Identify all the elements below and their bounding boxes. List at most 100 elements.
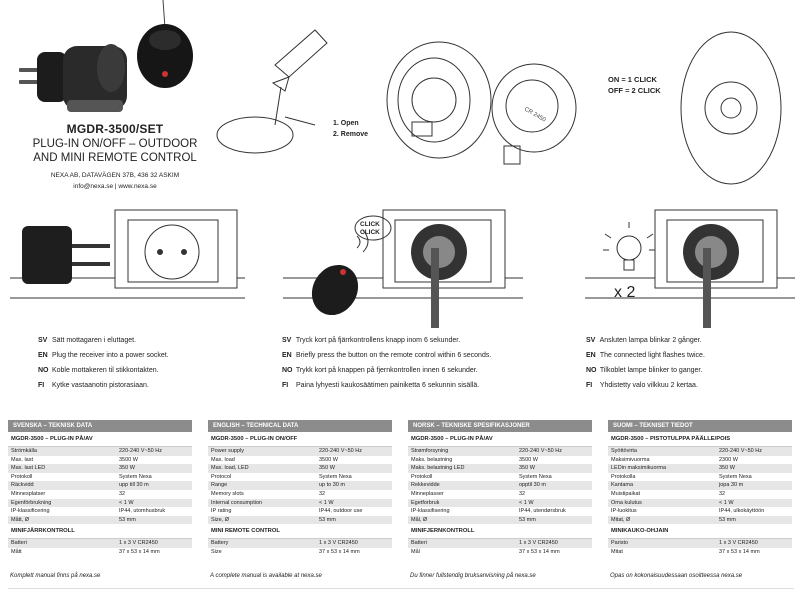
instruction-line: FI Yhdistetty valo vilkkuu 2 kertaa. [586,382,698,389]
spec-table-fi: SUOMI – TEKNISET TIEDOT MGDR-3500 – PIST… [608,420,792,557]
spec-row: Internal consumption< 1 W [208,498,392,508]
flash-count: x 2 [614,284,636,301]
instruction-line: FI Paina lyhyesti kaukosäätimen painiket… [282,382,480,389]
battery-open-illustration [216,29,328,154]
step3-illustration [585,209,795,328]
instruction-line: SV Tryck kort på fjärrkontrollens knapp … [282,337,461,344]
footer-manual-no: Du finner fullstendig bruksanvisning på … [410,573,536,579]
instruction-line: NO Tilkoblet lampe blinker to ganger. [586,367,703,374]
company-contact: info@nexa.se | www.nexa.se [73,183,157,190]
instruction-line: NO Trykk kort på knappen på fjernkontrol… [282,367,478,374]
spec-section-title: MGDR-3500 – PLUG-IN PÅ/AV [408,432,592,447]
spec-row: Egenförbrukning< 1 W [8,498,192,508]
spec-table-header: NORSK – TEKNISKE SPESIFIKASJONER [408,420,592,432]
on-click-text: ON = 1 CLICK [608,75,657,84]
off-click-text: OFF = 2 CLICK [608,86,661,95]
footer-manual-fi: Opas on kokonaisuudessaan osoitteessa ne… [610,573,743,579]
product-photo [19,0,193,112]
footer-divider [8,588,794,589]
instruction-line: EN Briefly press the button on the remot… [282,352,492,359]
battery-remove-illustration: CR 2450 [386,41,577,165]
spec-section-title: MGDR-3500 – PLUG-IN PÅ/AV [8,432,192,447]
footer-manual-en: A complete manual is available at nexa.s… [210,573,322,579]
spec-table-sv: SVENSKA – TEKNISK DATA MGDR-3500 – PLUG-… [8,420,192,557]
spec-table-header: ENGLISH – TECHNICAL DATA [208,420,392,432]
click-text-1: CLICK [360,221,380,228]
instruction-line: EN The connected light flashes twice. [586,352,705,359]
battery-label: CR 2450 [523,107,547,124]
subtitle-line-1: PLUG-IN ON/OFF – OUTDOOR [32,138,198,150]
battery-steps: 1. Open 2. Remove [333,118,368,140]
instructions-step1: SV Sätt mottagaren i eluttaget. EN Plug … [38,333,268,393]
spec-section-title: MGDR-3500 – PISTOTULPPA PÄÄLLE/POIS [608,432,792,447]
company-address: NEXA AB, DATAVÄGEN 37B, 436 32 ASKIM [50,172,180,179]
footer-manual-sv: Komplett manual finns på nexa.se [10,573,101,579]
instruction-line: FI Kytke vastaanotin pistorasiaan. [38,382,149,389]
click-text-2: CLICK [360,229,380,236]
instruction-line: SV Sätt mottagaren i eluttaget. [38,337,137,344]
step2-illustration [283,209,523,328]
spec-section-title: MINIKAUKO-OHJAIN [608,524,792,540]
spec-section-title: MINI REMOTE CONTROL [208,524,392,540]
company-info: NEXA AB, DATAVÄGEN 37B, 436 32 ASKIM inf… [20,170,210,192]
spec-section-title: MINIFJERNKONTROLL [408,524,592,540]
remote-front-illustration [680,31,782,185]
step-open: 1. Open [333,120,359,127]
step1-illustration [10,209,245,299]
instruction-line: EN Plug the receiver into a power socket… [38,352,169,359]
spec-section-title: MGDR-3500 – PLUG-IN ON/OFF [208,432,392,447]
product-subtitle: PLUG-IN ON/OFF – OUTDOOR AND MINI REMOTE… [20,137,210,165]
instruction-line: NO Koble mottakeren til stikkontakten. [38,367,159,374]
instructions-step3: SV Ansluten lampa blinkar 2 gånger. EN T… [586,333,796,393]
spec-row: Oma kulutus< 1 W [608,498,792,508]
spec-table-header: SUOMI – TEKNISET TIEDOT [608,420,792,432]
click-text: CLICK CLICK [360,221,380,237]
instructions-step2: SV Tryck kort på fjärrkontrollens knapp … [282,333,572,393]
subtitle-line-2: AND MINI REMOTE CONTROL [33,152,197,164]
instruction-line: SV Ansluten lampa blinkar 2 gånger. [586,337,702,344]
